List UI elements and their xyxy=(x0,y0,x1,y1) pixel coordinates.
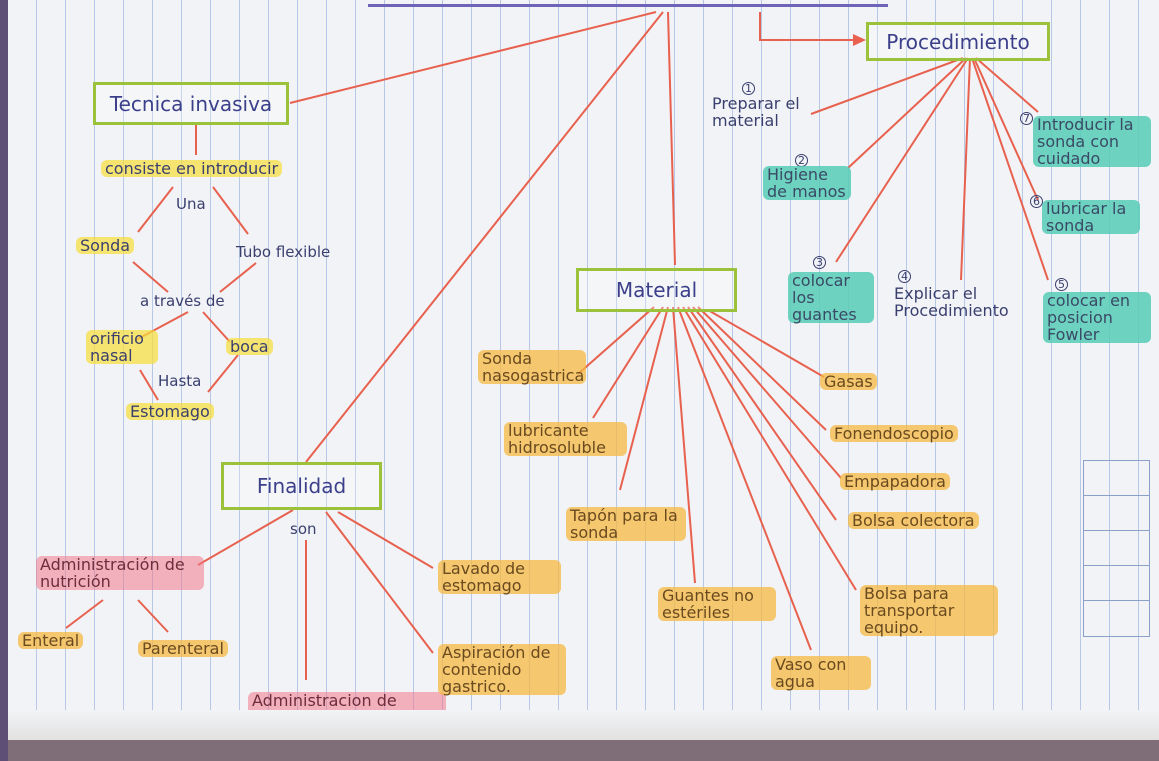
notebook-spine xyxy=(0,0,8,761)
procedure-step: Explicar el Procedimiento xyxy=(894,284,1009,320)
tubo-flexible-label: Tubo flexible xyxy=(236,243,331,261)
material-box: Material xyxy=(576,268,737,312)
orificio-nasal-label: orificio nasal xyxy=(86,330,158,364)
procedimiento-box: Procedimiento xyxy=(866,22,1050,61)
procedure-step: Introducir la sonda con cuidado xyxy=(1033,116,1151,167)
material-item: Bolsa colectora xyxy=(848,512,979,529)
enteral-label: Enteral xyxy=(18,632,84,649)
aspiracion-label: Aspiración de contenido gastrico. xyxy=(438,644,566,695)
procedure-step: Preparar el material xyxy=(712,94,800,130)
step-number: 4 xyxy=(898,270,911,283)
finalidad-box: Finalidad xyxy=(221,462,382,510)
boca-label: boca xyxy=(226,338,273,355)
notebook-page: Tecnica invasiva Material Procedimiento … xyxy=(8,0,1159,740)
tecnica-invasiva-box: Tecnica invasiva xyxy=(93,82,289,125)
material-item: Bolsa para transportar equipo. xyxy=(860,585,998,636)
parenteral-label: Parenteral xyxy=(138,640,228,657)
son-label: son xyxy=(290,520,317,538)
material-item: Guantes no estériles xyxy=(658,587,776,621)
connector-lines xyxy=(65,11,1049,680)
material-item: lubricante hidrosoluble xyxy=(504,422,627,456)
material-item: Empapadora xyxy=(840,473,950,490)
a-traves-label: a través de xyxy=(140,292,225,310)
step-number: 3 xyxy=(813,256,826,269)
step-number: 1 xyxy=(742,82,755,95)
procedure-step: lubricar la sonda xyxy=(1042,200,1140,234)
procedure-step: colocar los guantes xyxy=(788,272,874,323)
material-item: Vaso con agua xyxy=(771,656,871,690)
procedure-step: colocar en posicion Fowler xyxy=(1043,292,1151,343)
step-number: 7 xyxy=(1020,112,1033,125)
material-item: Sonda nasogastrica xyxy=(478,350,586,384)
estomago-label: Estomago xyxy=(126,403,214,420)
step-number: 5 xyxy=(1055,278,1068,291)
lavado-label: Lavado de estomago xyxy=(438,560,561,594)
sonda-label: Sonda xyxy=(76,237,135,254)
material-item: Tapón para la sonda xyxy=(566,507,686,541)
medicamentos-label: Administracion de medicamentos xyxy=(248,692,446,726)
nutricion-label: Administración de nutrición xyxy=(36,556,204,590)
margin-grid xyxy=(1083,460,1150,637)
consiste-label: consiste en introducir xyxy=(101,160,283,177)
material-item: Gasas xyxy=(820,373,877,390)
una-label: Una xyxy=(176,195,206,213)
title-underline xyxy=(368,4,888,7)
procedure-step: Higiene de manos xyxy=(763,166,851,200)
hasta-label: Hasta xyxy=(158,372,202,390)
material-item: Fonendoscopio xyxy=(830,425,958,442)
